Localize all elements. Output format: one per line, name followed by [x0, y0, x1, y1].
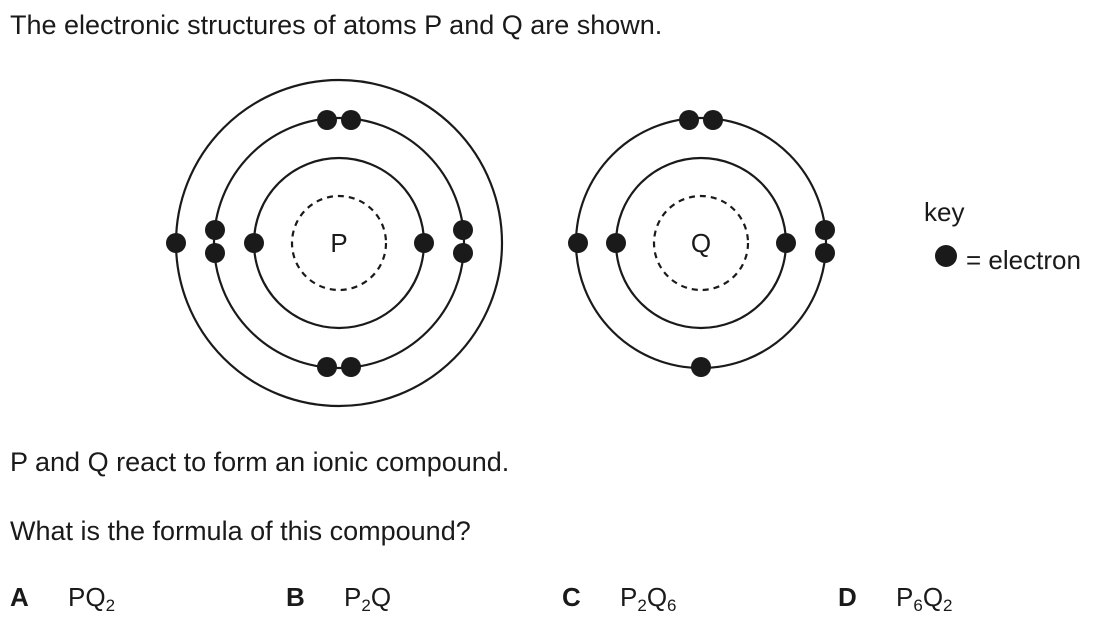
option-c-letter: C — [562, 582, 581, 612]
formula-subscript: 6 — [913, 596, 923, 615]
atom-p-shell-2 — [212, 116, 466, 370]
atom-p-nucleus — [290, 194, 388, 292]
formula-part: PQ — [68, 582, 106, 612]
option-c-formula: P2Q6 — [620, 582, 677, 615]
option-a-letter: A — [10, 582, 29, 612]
option-d-formula: P6Q2 — [896, 582, 953, 615]
option-b[interactable]: B P2Q — [286, 582, 392, 615]
formula-part: Q — [370, 582, 392, 612]
statement-text: P and Q react to form an ionic compound. — [10, 447, 510, 477]
electron — [453, 220, 473, 240]
key-electron-label: = electron — [966, 245, 1081, 275]
key-title: key — [924, 197, 965, 227]
electron — [691, 357, 711, 377]
question-text: What is the formula of this compound? — [10, 516, 471, 546]
key-electron-icon — [935, 245, 957, 267]
electron — [703, 110, 723, 130]
option-b-formula: P2Q — [344, 582, 392, 615]
option-d[interactable]: D P6Q2 — [838, 582, 953, 615]
formula-subscript: 2 — [105, 596, 116, 615]
option-c[interactable]: C P2Q6 — [562, 582, 677, 615]
electron — [606, 233, 626, 253]
electron — [414, 233, 434, 253]
option-a[interactable]: A PQ2 — [10, 582, 116, 615]
formula-part: Q — [646, 582, 668, 612]
formula-part: P — [620, 582, 638, 612]
electron — [679, 110, 699, 130]
electron — [776, 233, 796, 253]
electron — [568, 233, 588, 253]
intro-text: The electronic structures of atoms P and… — [10, 10, 663, 40]
option-b-letter: B — [286, 582, 305, 612]
formula-subscript: 6 — [667, 596, 677, 615]
formula-subscript: 2 — [637, 596, 647, 615]
formula-part: P — [896, 582, 914, 612]
formula-part: Q — [922, 582, 944, 612]
electron — [244, 233, 264, 253]
option-d-letter: D — [838, 582, 857, 612]
electron — [815, 220, 835, 240]
option-a-formula: PQ2 — [68, 582, 116, 615]
electron — [815, 243, 835, 263]
electron — [166, 233, 186, 253]
electron — [205, 220, 225, 240]
electron — [205, 243, 225, 263]
atom-q-nucleus — [652, 194, 750, 292]
formula-subscript: 2 — [361, 596, 371, 615]
formula-part: P — [344, 582, 362, 612]
electron — [317, 110, 337, 130]
electron — [453, 243, 473, 263]
formula-subscript: 2 — [943, 596, 953, 615]
atom-q-label: Q — [691, 228, 711, 258]
atom-q: Q — [568, 110, 835, 377]
electron — [341, 357, 361, 377]
atom-p: P — [166, 78, 504, 408]
electron — [341, 110, 361, 130]
electron — [317, 357, 337, 377]
atom-p-label: P — [330, 228, 347, 258]
